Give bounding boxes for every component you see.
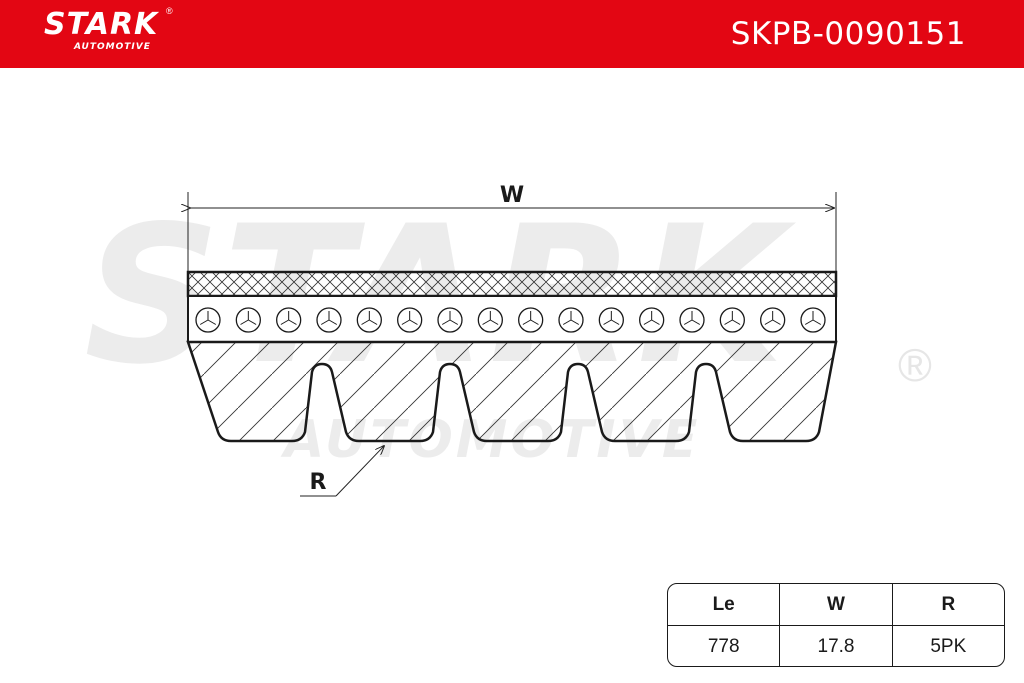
logo-brand-sub: AUTOMOTIVE [74, 42, 151, 52]
stark-logo: STARK AUTOMOTIVE [44, 7, 159, 53]
spec-value-le: 778 [707, 635, 740, 657]
spec-table-header-row: Le W R [668, 584, 1004, 625]
spec-value-w: 17.8 [779, 626, 891, 666]
belt-cord [760, 307, 786, 333]
belt-cord [397, 307, 423, 333]
belt-cord [195, 307, 221, 333]
belt-profile [186, 270, 838, 443]
spec-table-value-row: 778 17.8 5PK [668, 625, 1004, 666]
logo-registered-mark: ® [166, 6, 173, 16]
belt-cord [558, 307, 584, 333]
belt-cord [276, 307, 302, 333]
belt-cord [235, 307, 261, 333]
spec-header-le: Le [712, 593, 735, 615]
belt-cord [800, 307, 826, 333]
belt-ribs [186, 340, 838, 443]
belt-cord [518, 307, 544, 333]
belt-cord [477, 307, 503, 333]
spec-header-r: R [891, 584, 1004, 625]
belt-fabric-layer [186, 270, 838, 298]
spec-value-r: 5PK [891, 626, 1004, 666]
width-label: W [500, 183, 524, 208]
belt-cord [598, 307, 624, 333]
belt-cords [195, 307, 826, 333]
part-number: SKPB-0090151 [730, 16, 966, 52]
radius-callout [300, 446, 384, 497]
header-bar: STARK AUTOMOTIVE ® SKPB-0090151 [0, 0, 1024, 68]
belt-cord [316, 307, 342, 333]
spec-table: Le W R 778 17.8 5PK [667, 583, 1005, 667]
width-dimension [188, 192, 837, 272]
logo-brand: STARK [44, 7, 159, 42]
belt-cord [437, 307, 463, 333]
belt-cord [679, 307, 705, 333]
belt-cord [356, 307, 382, 333]
belt-cord [639, 307, 665, 333]
belt-cord [719, 307, 745, 333]
spec-header-w: W [779, 584, 891, 625]
radius-label: R [310, 470, 327, 495]
